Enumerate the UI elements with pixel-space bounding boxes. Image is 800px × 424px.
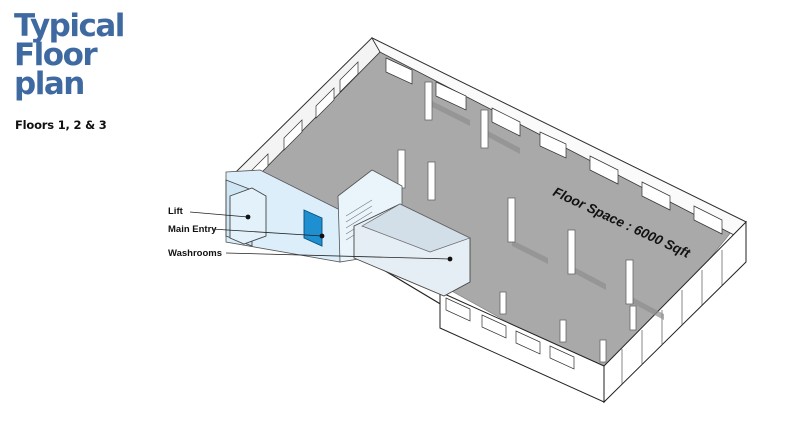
front-right-wall-ribs [621, 250, 723, 384]
floors-subtitle: Floors 1, 2 & 3 [15, 118, 107, 132]
front-left-windows [445, 297, 575, 370]
front-left-wall [439, 291, 605, 403]
washrooms-label: Washrooms [168, 248, 223, 259]
column-shadows [430, 100, 664, 320]
title-line-2: Floor [14, 37, 98, 73]
lift-marker [245, 214, 251, 220]
main-entry-door [303, 209, 323, 247]
main-entry-marker [319, 233, 325, 239]
lift-label: Lift [168, 206, 183, 217]
callout-lines [189, 211, 451, 260]
washrooms-partition [361, 203, 471, 253]
washrooms-marker [447, 256, 453, 262]
page-title: Typical Floor plan [14, 8, 125, 102]
columns [397, 81, 637, 363]
main-entry-label: Main Entry [168, 224, 217, 235]
title-line-1: Typical [14, 8, 125, 44]
title-line-3: plan [14, 66, 85, 102]
back-right-windows [385, 57, 723, 235]
